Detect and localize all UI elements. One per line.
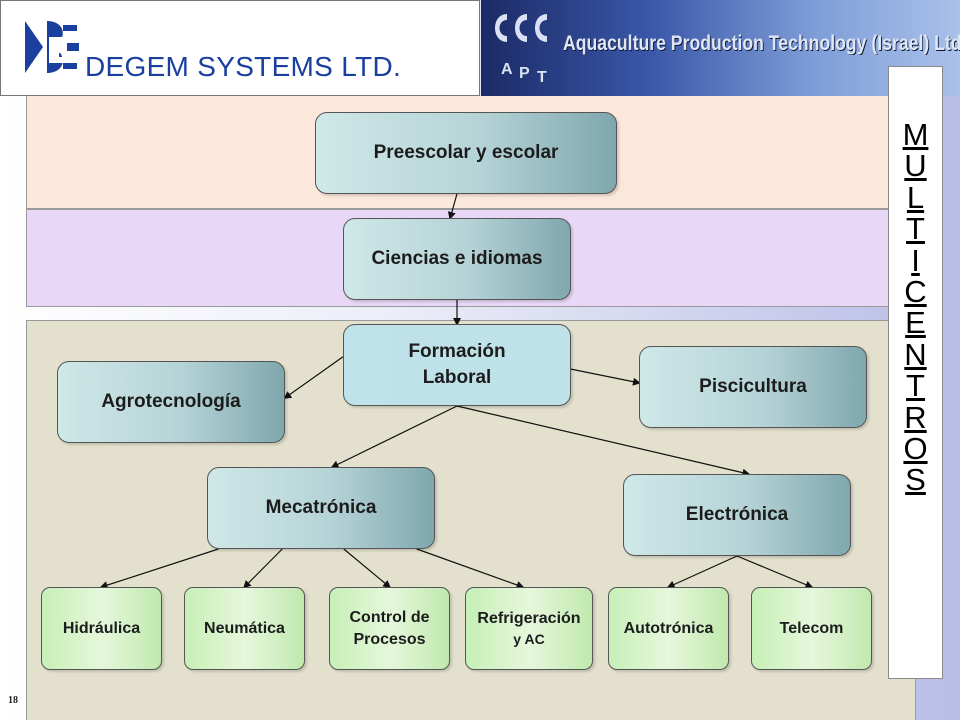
node-piscicultura: Piscicultura (639, 346, 867, 428)
banner-letter: L (906, 179, 925, 215)
banner-letter: M (902, 117, 929, 152)
company-name: DEGEM SYSTEMS LTD. (85, 51, 402, 82)
node-control: Control de Procesos (329, 587, 450, 670)
node-label: Agrotecnología (101, 391, 241, 413)
banner-letter: N (904, 336, 927, 372)
node-mecatronica: Mecatrónica (207, 467, 435, 549)
edge-preescolar-ciencias (447, 193, 458, 220)
node-neumatica: Neumática (184, 587, 305, 670)
node-label: Procesos (353, 630, 426, 648)
banner-letter: U (904, 148, 927, 184)
node-label: y AC (513, 630, 545, 647)
node-electronica: Electrónica (623, 474, 851, 556)
node-autotronica: Autotrónica (608, 587, 729, 670)
node-label: Electrónica (685, 504, 789, 526)
partner-name: Aquaculture Production Technology (Israe… (563, 32, 960, 55)
node-label: Laboral (422, 367, 492, 388)
node-telecom: Telecom (751, 587, 872, 670)
banner-letter: T (906, 368, 925, 404)
node-label: Piscicultura (699, 376, 807, 398)
node-label: Mecatrónica (265, 497, 377, 519)
degem-logo-icon (25, 21, 79, 73)
apt-letter-t: T (537, 69, 547, 86)
node-ciencias: Ciencias e idiomas (343, 218, 571, 300)
apt-letter-a: A (501, 61, 513, 78)
header-degem: DEGEM SYSTEMS LTD. (0, 0, 480, 96)
apt-letter-p: P (519, 65, 530, 82)
banner-letter: O (903, 431, 928, 467)
edge-electronica-autotronica (666, 555, 738, 589)
banner-letter: C (904, 274, 927, 310)
banner-letter: R (904, 399, 927, 435)
node-label: Preescolar y escolar (373, 142, 559, 164)
edge-formacion-electronica (456, 405, 751, 477)
node-label: Telecom (779, 619, 844, 637)
node-label: Ciencias e idiomas (371, 248, 543, 270)
node-label: Formación (408, 341, 506, 363)
edge-formacion-agrotecnologia (283, 356, 344, 400)
page-number: 18 (8, 695, 18, 706)
node-agrotecnologia: Agrotecnología (57, 361, 285, 443)
banner-letter: S (905, 462, 926, 498)
node-label: Neumática (204, 619, 285, 637)
banner-letter: E (905, 305, 926, 341)
edge-formacion-mecatronica (330, 405, 458, 468)
node-label: Hidráulica (62, 619, 141, 637)
header-apt: A P T Aquaculture Production Technology … (481, 0, 960, 96)
node-label: Control de (349, 608, 430, 626)
apt-logo-icon: A P T (495, 14, 547, 86)
edge-mecatronica-control (343, 548, 392, 589)
edge-formacion-piscicultura (570, 368, 641, 386)
node-hidraulica: Hidráulica (41, 587, 162, 670)
edge-mecatronica-hidraulica (99, 548, 219, 589)
edge-mecatronica-refrigeracion (416, 548, 525, 589)
node-preescolar: Preescolar y escolar (315, 112, 617, 194)
node-label: Refrigeración (477, 610, 581, 628)
banner-letter: I (911, 242, 920, 278)
node-label: Autotrónica (623, 619, 714, 637)
edge-electronica-telecom (736, 555, 814, 589)
node-refrigeracion: Refrigeración y AC (465, 587, 593, 670)
edge-mecatronica-neumatica (243, 548, 283, 589)
banner-letter: T (906, 211, 925, 247)
